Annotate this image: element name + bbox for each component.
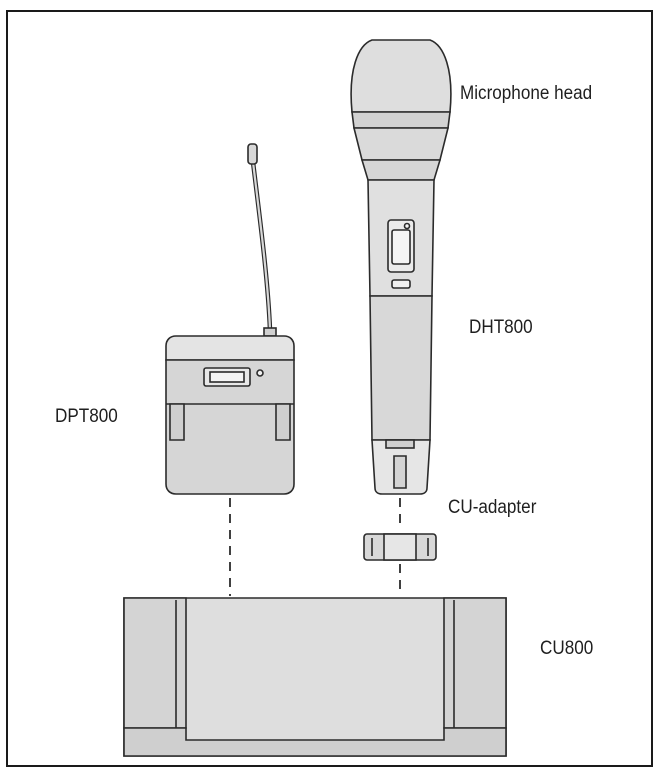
label-dht800: DHT800 (469, 317, 533, 338)
label-microphone-head: Microphone head (460, 83, 593, 104)
label-cu800: CU800 (540, 638, 594, 659)
microphone-led-icon (403, 222, 411, 230)
dashed-connectors (229, 498, 401, 596)
cu-adapter-part (363, 533, 437, 561)
microphone-head-grille (350, 39, 452, 113)
microphone-display-inner (391, 229, 411, 265)
bodypack-display-inner (209, 371, 245, 383)
bodypack-antenna-base (263, 327, 277, 337)
microphone-bottom-slot (393, 455, 407, 489)
bodypack-right-clip (275, 403, 291, 441)
microphone-handle-lower (369, 295, 433, 441)
bodypack-top-cap (165, 335, 295, 361)
microphone-button (391, 279, 411, 289)
bodypack-antenna-inner (251, 161, 272, 331)
bodypack-left-clip (169, 403, 185, 441)
microphone-head-collar (352, 127, 450, 161)
dht800-handheld-transmitter (350, 39, 452, 495)
microphone-head-ring (351, 111, 451, 129)
label-dpt800: DPT800 (55, 406, 118, 427)
cu800-charging-unit (123, 597, 507, 757)
dpt800-bodypack-transmitter (165, 143, 295, 495)
microphone-head-collar-lower (360, 159, 442, 181)
label-cu-adapter: CU-adapter (448, 497, 537, 518)
bodypack-body (165, 359, 295, 495)
cu-adapter-center (383, 533, 417, 561)
charger-base-foot (123, 727, 507, 757)
microphone-contacts (385, 439, 415, 449)
bodypack-led-icon (256, 369, 264, 377)
bodypack-antenna-tip (247, 143, 258, 165)
